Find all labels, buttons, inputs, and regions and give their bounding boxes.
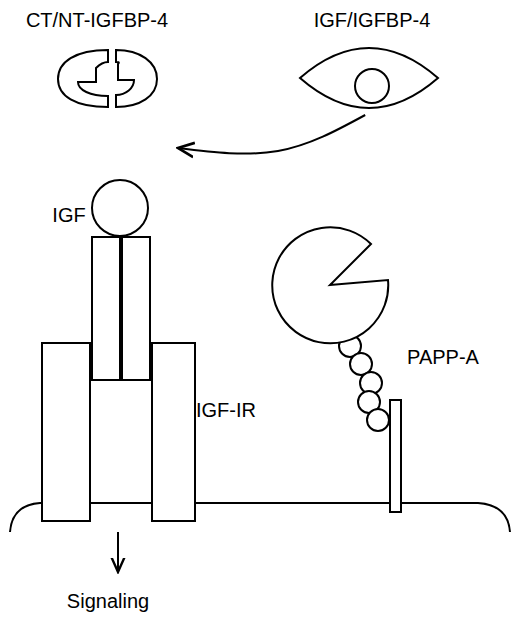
receptor-alpha-right [122,237,150,380]
receptor-alpha-left [92,237,120,380]
domain-bead [367,409,389,431]
shape-group [58,50,157,107]
bound-igf [355,69,389,103]
node-outline [268,222,483,514]
igf-receptor: IGF-IR [38,236,260,526]
receptor-beta-left [42,343,90,521]
membrane-anchor [390,400,401,512]
signaling-arrow [117,532,119,572]
shape-group [92,180,148,236]
signaling-label: Signaling [67,590,149,612]
igf-circle [92,180,148,236]
binding-complex: IGF/IGFBP-4 [290,5,450,115]
pappa-protease: PAPP-A [268,222,483,514]
node-label: IGF [52,204,85,226]
node-label: PAPP-A [407,346,479,368]
shape-group [272,227,401,512]
node-label: CT/NT-IGFBP-4 [26,9,168,31]
nt-fragment [58,50,108,107]
ct-fragment [116,50,157,107]
node-outline [38,236,260,526]
node-label: IGF-IR [196,399,256,421]
curved-arrow [178,115,365,154]
cleaved-fragments: CT/NT-IGFBP-4 [5,5,195,148]
shape-group [42,237,195,521]
shape-group [300,48,438,108]
node-label: IGF/IGFBP-4 [314,9,431,31]
igfbp4-shape [300,48,438,108]
igf-ligand: IGF [45,176,150,238]
receptor-beta-right [152,343,195,521]
protease-domain [272,227,388,343]
